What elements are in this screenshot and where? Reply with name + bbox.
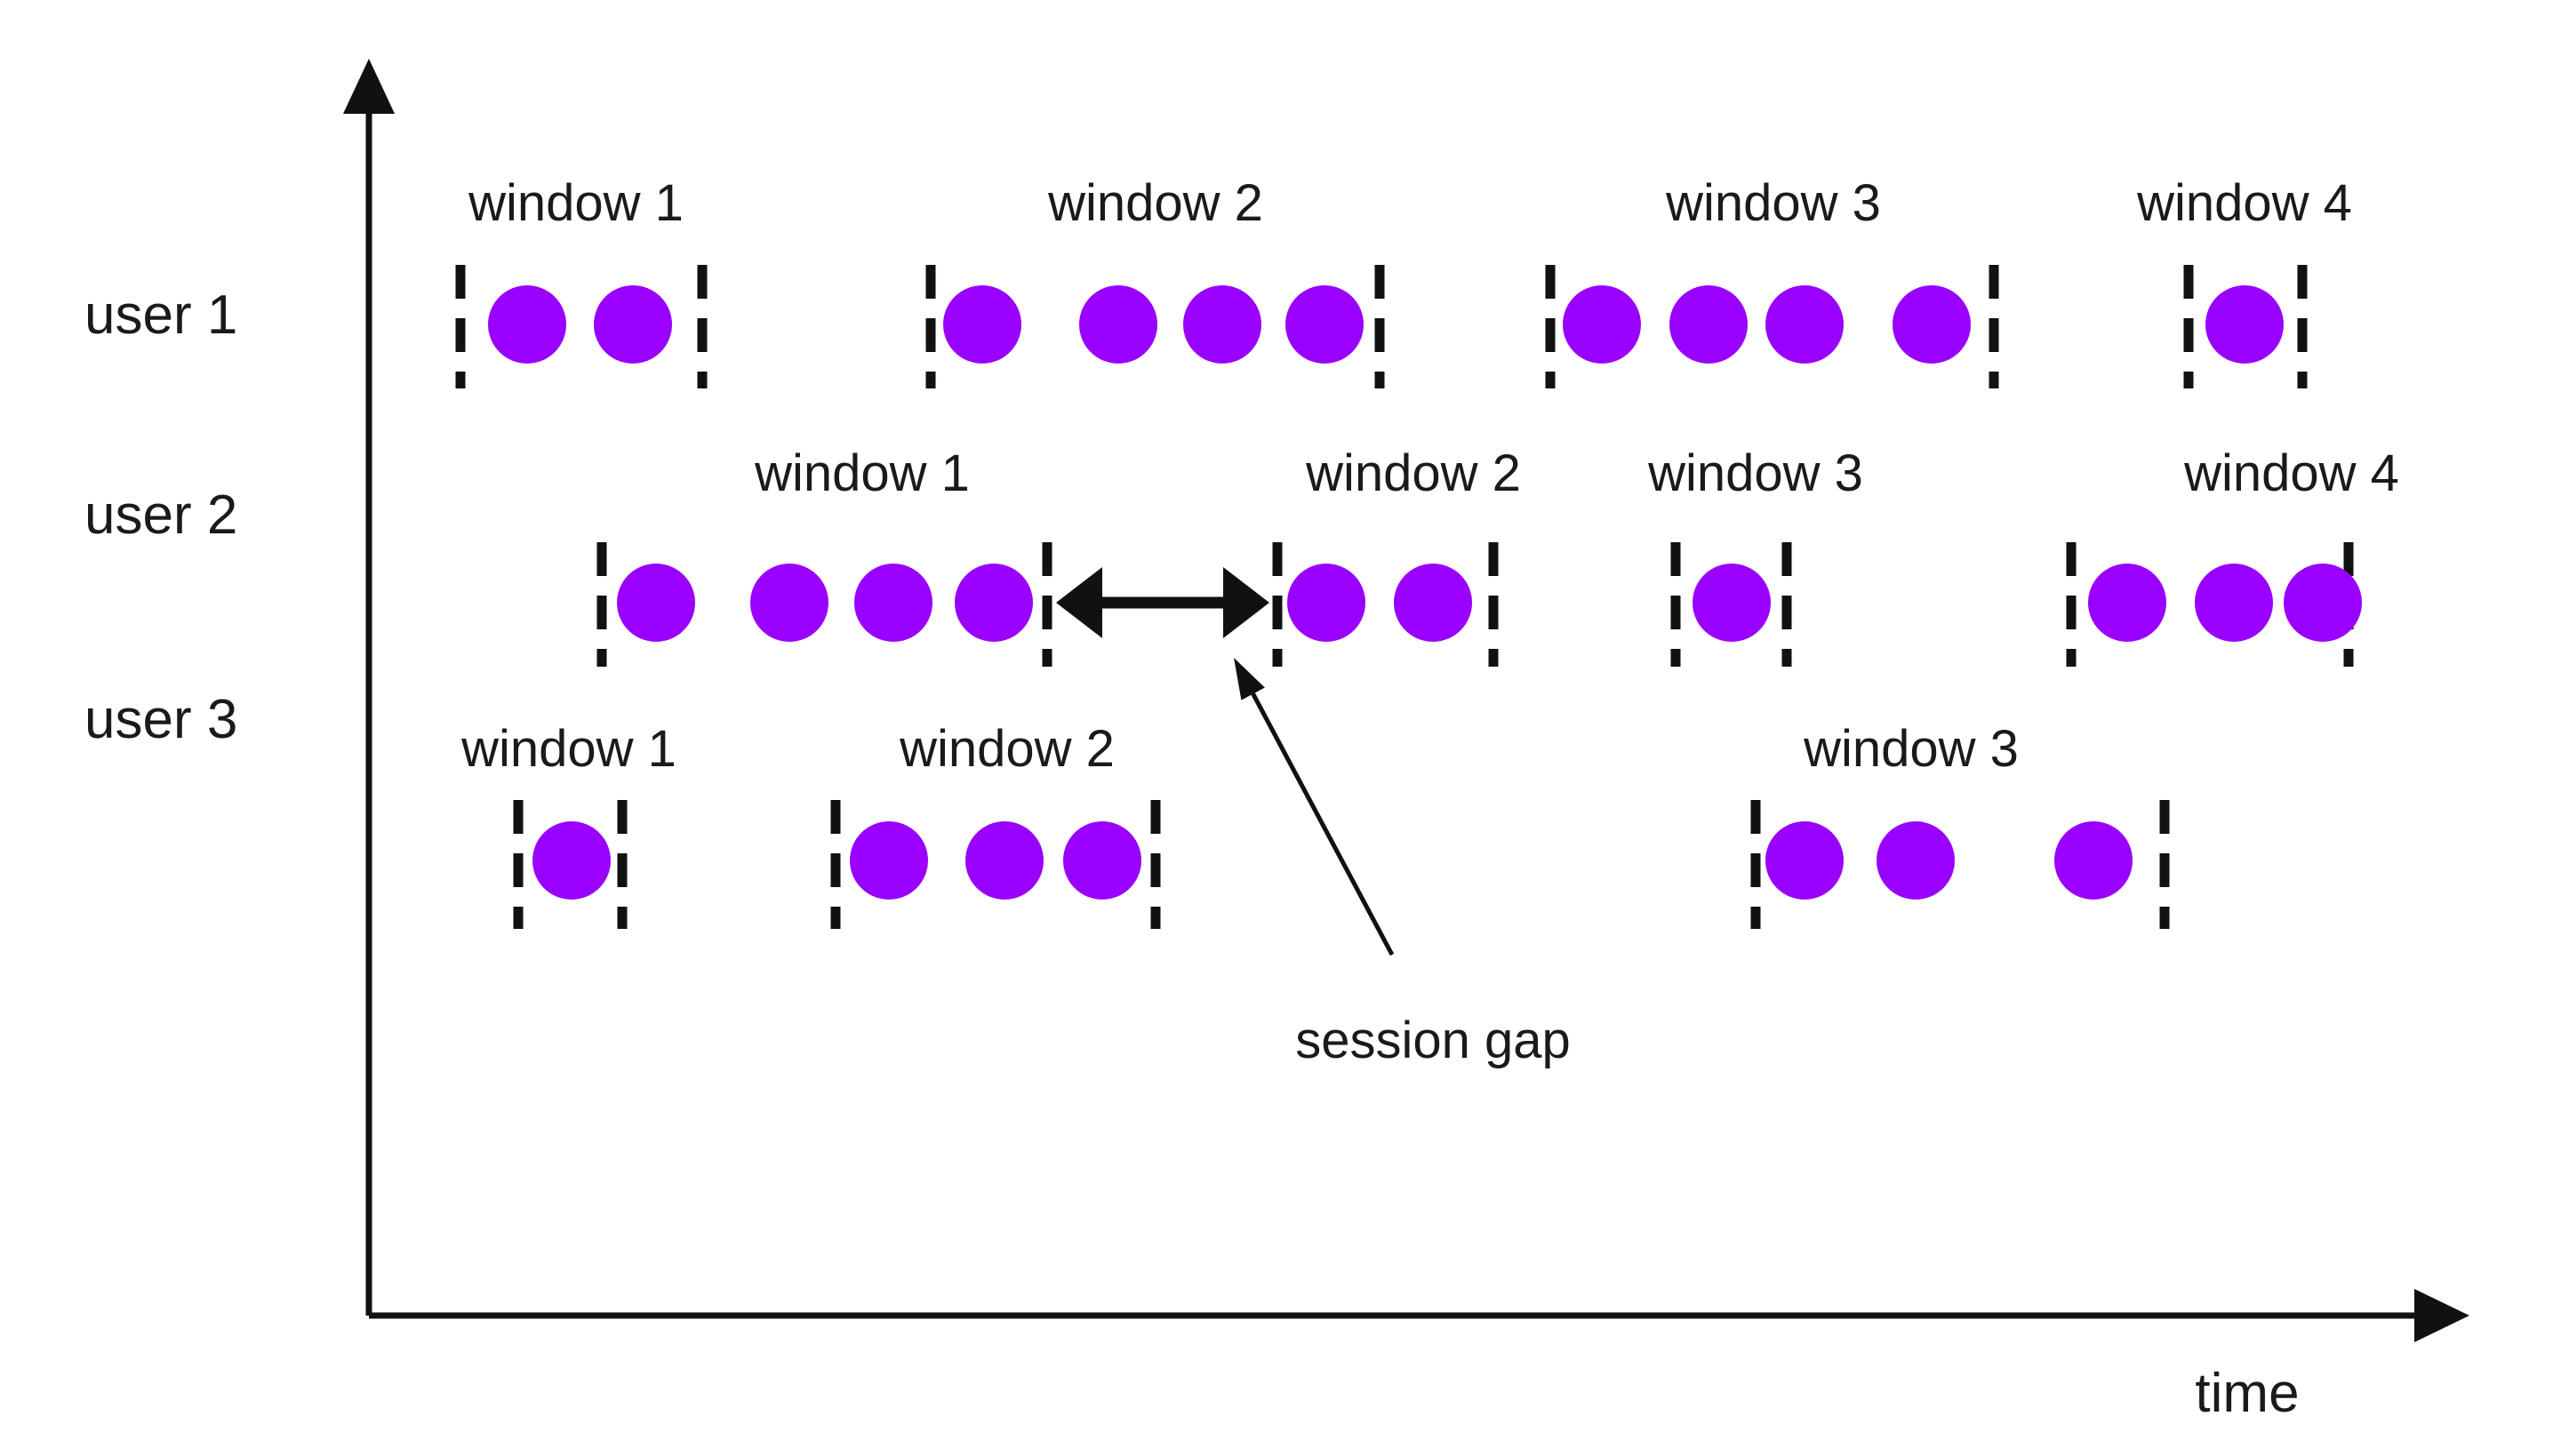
event-dot <box>1063 821 1141 900</box>
window-label: window 1 <box>754 444 970 502</box>
session-gap-arrowhead-right <box>1223 567 1269 638</box>
user-row-label: user 3 <box>84 689 237 750</box>
event-dot <box>1079 285 1157 364</box>
session-gap-pointer-arrowhead <box>1234 658 1265 700</box>
time-window: window 3 <box>1647 444 1863 667</box>
user-row-label: user 1 <box>84 284 237 346</box>
event-dot <box>1669 285 1748 364</box>
event-dot <box>1183 285 1261 364</box>
event-dot <box>488 285 566 364</box>
window-label: window 3 <box>1647 444 1863 502</box>
event-dot <box>2284 564 2362 642</box>
event-dot <box>1693 564 1771 642</box>
event-dot <box>955 564 1033 642</box>
session-gap-annotation: session gap <box>1056 567 1571 1069</box>
session-gap-pointer-line <box>1251 692 1395 956</box>
event-dot <box>1563 285 1641 364</box>
window-label: window 3 <box>1803 720 2019 778</box>
window-label: window 2 <box>1047 174 1263 232</box>
event-dot <box>943 285 1021 364</box>
event-dot <box>1765 821 1844 900</box>
event-dot <box>850 821 928 900</box>
user-row: user 1 window 1 window 2 window 3 window 4 <box>84 174 2352 388</box>
time-window: window 4 <box>2066 444 2399 667</box>
event-dot <box>2195 564 2273 642</box>
window-label: window 1 <box>468 174 684 232</box>
user-row: user 3 window 1 window 2 window 3 <box>84 689 2170 929</box>
event-dot <box>1287 564 1365 642</box>
session-gap-label: session gap <box>1295 1012 1571 1069</box>
user-row: user 2 window 1 window 2 window 3 window 4 <box>84 444 2399 667</box>
window-label: window 1 <box>460 720 676 778</box>
window-label: window 4 <box>2136 174 2352 232</box>
event-dot <box>2205 285 2284 364</box>
event-dot <box>1394 564 1472 642</box>
event-dot <box>750 564 828 642</box>
session-gap-arrowhead-left <box>1056 567 1102 638</box>
window-label: window 2 <box>899 720 1115 778</box>
time-window: window 2 <box>830 720 1161 929</box>
event-dot <box>1285 285 1364 364</box>
annotations-layer: session gap <box>1056 567 1571 1069</box>
event-dot <box>1893 285 1971 364</box>
user-row-label: user 2 <box>84 484 237 546</box>
time-window: window 1 <box>596 444 1052 667</box>
event-dot <box>965 821 1044 900</box>
event-dot <box>2054 821 2133 900</box>
axes-group: time <box>343 59 2469 1424</box>
event-dot <box>1765 285 1844 364</box>
event-dot <box>1877 821 1955 900</box>
event-dot <box>2088 564 2166 642</box>
time-window: window 1 <box>455 174 708 388</box>
time-window: window 3 <box>1750 720 2170 929</box>
event-dot <box>594 285 672 364</box>
time-window: window 4 <box>2136 174 2352 388</box>
event-dot <box>532 821 611 900</box>
time-window: window 1 <box>460 720 676 929</box>
event-dot <box>854 564 932 642</box>
window-label: window 4 <box>2183 444 2399 502</box>
y-axis-arrowhead <box>343 59 395 114</box>
window-label: window 3 <box>1665 174 1881 232</box>
time-window: window 2 <box>1272 444 1521 667</box>
time-window: window 2 <box>925 174 1385 388</box>
x-axis-arrowhead <box>2414 1289 2469 1342</box>
window-label: window 2 <box>1305 444 1521 502</box>
x-axis-label: time <box>2195 1363 2299 1424</box>
time-window: window 3 <box>1545 174 1999 388</box>
event-dot <box>617 564 695 642</box>
